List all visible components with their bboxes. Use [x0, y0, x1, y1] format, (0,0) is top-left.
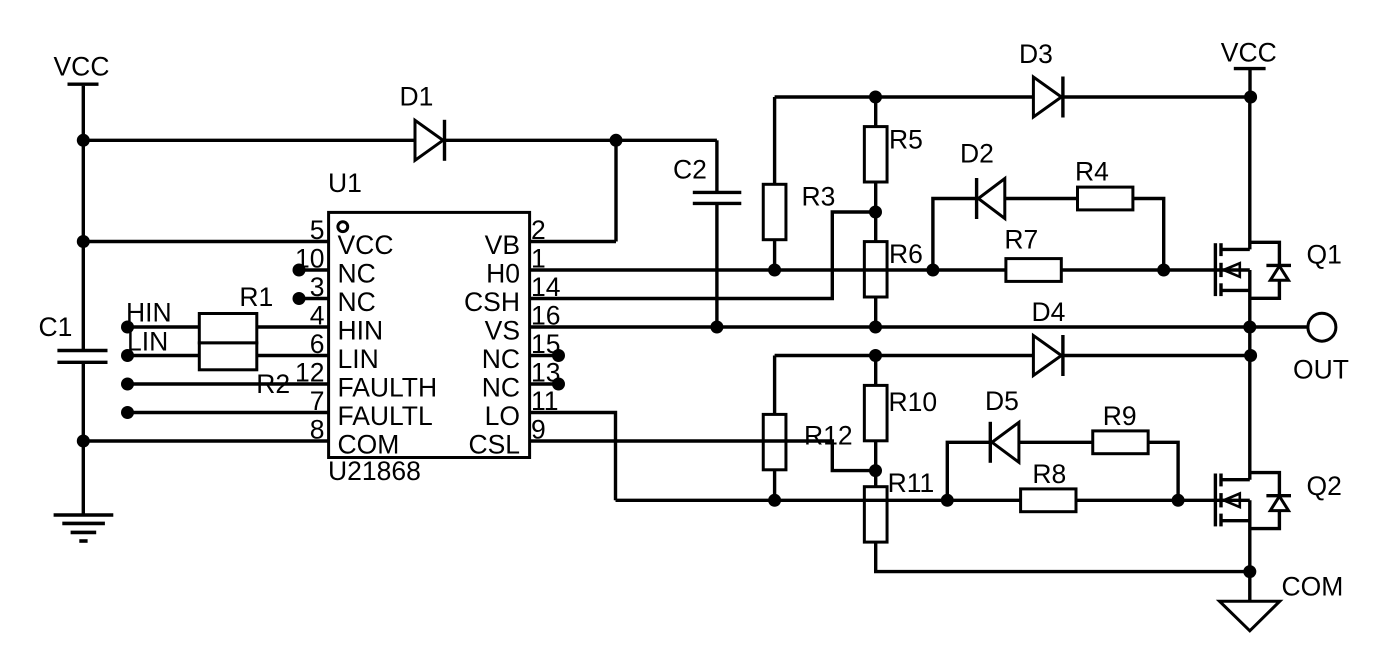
svg-text:D5: D5 — [985, 386, 1019, 416]
svg-text:9: 9 — [531, 415, 546, 445]
svg-text:FAULTL: FAULTL — [338, 401, 433, 431]
svg-text:VCC: VCC — [1221, 38, 1277, 68]
svg-text:R10: R10 — [889, 387, 938, 417]
svg-text:LIN: LIN — [127, 327, 168, 357]
svg-text:13: 13 — [531, 358, 560, 388]
svg-text:D2: D2 — [960, 139, 994, 169]
svg-text:7: 7 — [310, 386, 325, 416]
svg-text:6: 6 — [310, 329, 325, 359]
svg-text:R7: R7 — [1004, 224, 1038, 254]
svg-text:U1: U1 — [328, 168, 362, 198]
svg-text:NC: NC — [482, 373, 520, 403]
svg-text:FAULTH: FAULTH — [338, 373, 438, 403]
svg-text:VS: VS — [485, 316, 520, 346]
svg-text:VCC: VCC — [54, 52, 110, 82]
svg-text:HIN: HIN — [338, 316, 384, 346]
svg-text:HIN: HIN — [126, 298, 172, 328]
svg-text:OUT: OUT — [1293, 355, 1349, 385]
svg-text:3: 3 — [310, 272, 325, 302]
svg-text:11: 11 — [531, 386, 559, 416]
svg-text:R8: R8 — [1032, 459, 1066, 489]
svg-text:C1: C1 — [39, 312, 73, 342]
svg-text:D1: D1 — [400, 82, 434, 112]
svg-text:5: 5 — [310, 215, 325, 245]
svg-text:R11: R11 — [888, 468, 935, 498]
svg-text:8: 8 — [310, 415, 325, 445]
svg-text:CSL: CSL — [468, 430, 520, 460]
svg-text:NC: NC — [338, 287, 376, 317]
svg-text:15: 15 — [531, 329, 560, 359]
svg-text:10: 10 — [295, 244, 324, 274]
svg-text:C2: C2 — [673, 154, 707, 184]
svg-text:R4: R4 — [1075, 157, 1109, 187]
svg-text:16: 16 — [531, 301, 560, 331]
svg-text:NC: NC — [482, 344, 520, 374]
svg-text:14: 14 — [531, 272, 560, 302]
svg-text:R9: R9 — [1103, 401, 1137, 431]
svg-text:Q1: Q1 — [1307, 240, 1342, 270]
svg-text:2: 2 — [531, 215, 546, 245]
svg-text:U21868: U21868 — [328, 456, 421, 486]
svg-text:CSH: CSH — [464, 287, 520, 317]
svg-text:1: 1 — [531, 244, 546, 274]
svg-text:R12: R12 — [804, 421, 853, 451]
svg-text:R6: R6 — [889, 239, 923, 269]
svg-text:VCC: VCC — [338, 230, 394, 260]
svg-text:LO: LO — [485, 401, 520, 431]
svg-text:D4: D4 — [1032, 297, 1066, 327]
svg-text:D3: D3 — [1019, 39, 1053, 69]
svg-text:H0: H0 — [486, 259, 520, 289]
svg-text:LIN: LIN — [338, 344, 379, 374]
svg-text:R5: R5 — [889, 125, 923, 155]
svg-text:R1: R1 — [239, 282, 273, 312]
svg-text:COM: COM — [338, 430, 400, 460]
svg-text:Q2: Q2 — [1307, 471, 1342, 501]
svg-text:COM: COM — [1282, 572, 1344, 602]
svg-text:12: 12 — [295, 358, 324, 388]
svg-text:NC: NC — [338, 259, 376, 289]
svg-text:4: 4 — [310, 301, 325, 331]
svg-text:R2: R2 — [256, 369, 290, 399]
svg-text:VB: VB — [485, 230, 520, 260]
svg-text:R3: R3 — [802, 182, 836, 212]
